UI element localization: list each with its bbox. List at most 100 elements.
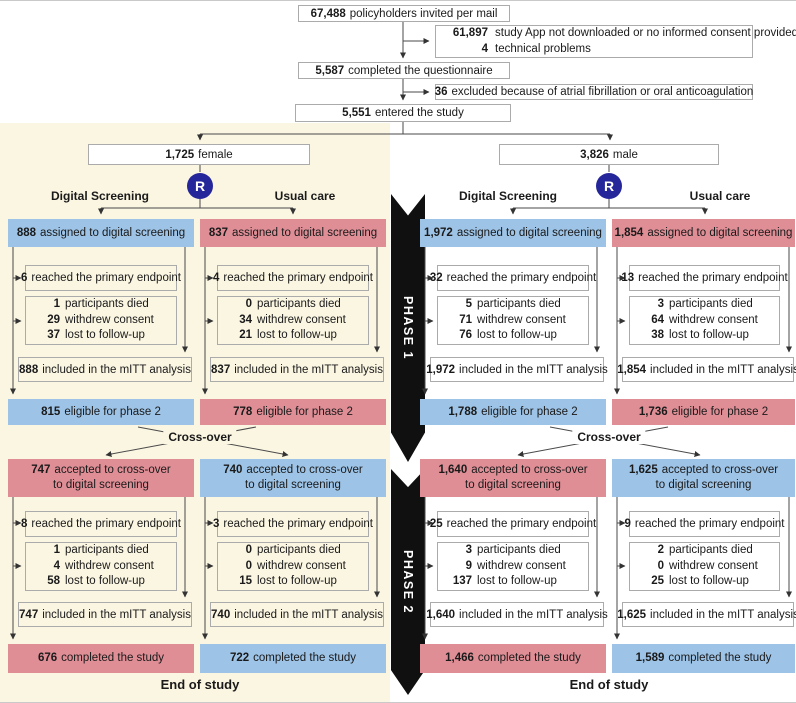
endpoint2-count: 3	[213, 518, 220, 530]
accepted-line1: accepted to cross-over	[471, 464, 588, 476]
died-count: 2	[657, 544, 664, 557]
questionnaire-count: 5,587	[315, 64, 345, 77]
lost-label: lost to follow-up	[257, 575, 337, 588]
lost-count: 37	[47, 329, 60, 342]
exclusion1-label-1: study App not downloaded or no informed …	[495, 27, 796, 39]
invited-box: 67,488 policyholders invited per mail	[298, 5, 510, 22]
lost-label: lost to follow-up	[477, 575, 557, 588]
mitt-label: included in the mITT analysis	[650, 363, 796, 376]
end-of-study-label: End of study	[569, 677, 649, 692]
mitt-count: 888	[19, 363, 39, 376]
lost-count: 38	[651, 329, 664, 342]
withdrew-count: 34	[239, 313, 252, 326]
completed-label: completed the study	[253, 652, 357, 664]
eligible-count: 1,788	[448, 405, 478, 418]
assigned-label: assigned to digital screening	[647, 226, 793, 239]
accepted-count: 1,625	[628, 464, 658, 476]
endpoint2-box: 3 reached the primary endpoint	[213, 511, 373, 537]
withdrew-label: withdrew consent	[65, 559, 154, 572]
endpoint2-label: reached the primary endpoint	[446, 518, 597, 530]
endpoint-count: 32	[429, 272, 443, 284]
assigned-count: 1,854	[614, 226, 644, 239]
exclusion-box-2: 36 excluded because of atrial fibrillati…	[435, 84, 753, 100]
mitt2-count: 747	[19, 608, 39, 621]
male-box: 3,826 male	[499, 144, 719, 165]
mitt2-label: included in the mITT analysis	[650, 608, 796, 621]
withdrew-count: 0	[245, 559, 252, 572]
completed-label: completed the study	[668, 652, 772, 664]
lost-count: 21	[239, 329, 252, 342]
withdrew-label: withdrew consent	[477, 313, 566, 326]
endpoint-label: reached the primary endpoint	[31, 272, 181, 284]
died-label: participants died	[669, 298, 753, 311]
died-count: 3	[465, 544, 472, 557]
died-count: 1	[53, 298, 60, 311]
end-of-study-label: End of study	[160, 677, 240, 692]
assigned-count: 837	[208, 226, 229, 239]
randomization-letter: R	[194, 178, 206, 194]
endpoint2-count: 9	[624, 518, 631, 530]
phase-1-banner: PHASE 1	[391, 194, 425, 462]
mitt2-count: 1,625	[617, 608, 647, 621]
accepted-line1: accepted to cross-over	[54, 464, 171, 476]
mitt2-count: 1,640	[426, 608, 456, 621]
mitt2-label: included in the mITT analysis	[234, 608, 383, 621]
arm-label-usual-care: Usual care	[274, 189, 336, 203]
endpoint-count: 6	[21, 272, 28, 284]
mitt2-label: included in the mITT analysis	[459, 608, 608, 621]
endpoint-box: 4 reached the primary endpoint	[213, 265, 373, 291]
mitt-label: included in the mITT analysis	[42, 363, 191, 376]
randomization-letter: R	[603, 178, 615, 194]
completed-label: completed the study	[61, 652, 165, 664]
endpoint-count: 13	[621, 272, 635, 284]
male-count: 3,826	[580, 148, 609, 161]
entered-count: 5,551	[342, 107, 371, 119]
male-label: male	[612, 148, 638, 161]
female-box: 1,725 female	[88, 144, 310, 165]
died-label: participants died	[477, 544, 561, 557]
lost-count: 25	[651, 575, 664, 588]
completed-count: 722	[229, 652, 250, 664]
lost-count: 76	[459, 329, 472, 342]
mitt-label: included in the mITT analysis	[459, 363, 608, 376]
lost-label: lost to follow-up	[669, 575, 749, 588]
died-count: 5	[465, 298, 472, 311]
assigned-label: assigned to digital screening	[456, 226, 602, 239]
accepted-line2: to digital screening	[245, 479, 341, 491]
lost-count: 15	[239, 575, 252, 588]
phase-2-banner: PHASE 2	[391, 469, 425, 695]
invited-label: policyholders invited per mail	[349, 7, 498, 20]
exclusion-box-1: 61,897 study App not downloaded or no in…	[435, 25, 796, 58]
crossover-label: Cross-over	[163, 430, 237, 444]
mitt-count: 1,854	[617, 363, 647, 376]
endpoint-label: reached the primary endpoint	[223, 272, 373, 284]
mitt2-box: 740 included in the mITT analysis	[210, 602, 384, 627]
withdrew-count: 0	[657, 559, 664, 572]
eligible-label: eligible for phase 2	[256, 405, 353, 418]
died-label: participants died	[477, 298, 561, 311]
accepted-line2: to digital screening	[53, 479, 149, 491]
questionnaire-label: completed the questionnaire	[348, 64, 493, 77]
entered-label: entered the study	[374, 107, 464, 119]
withdrew-label: withdrew consent	[257, 559, 346, 572]
died-label: participants died	[257, 298, 341, 311]
endpoint-box: 6 reached the primary endpoint	[21, 265, 181, 291]
exclusion1-count-1: 61,897	[452, 27, 488, 39]
mitt-label: included in the mITT analysis	[234, 363, 383, 376]
endpoint2-label: reached the primary endpoint	[223, 518, 373, 530]
randomization-icon: R	[596, 173, 622, 199]
mitt-box: 1,972 included in the mITT analysis	[426, 357, 608, 382]
died-label: participants died	[65, 544, 149, 557]
